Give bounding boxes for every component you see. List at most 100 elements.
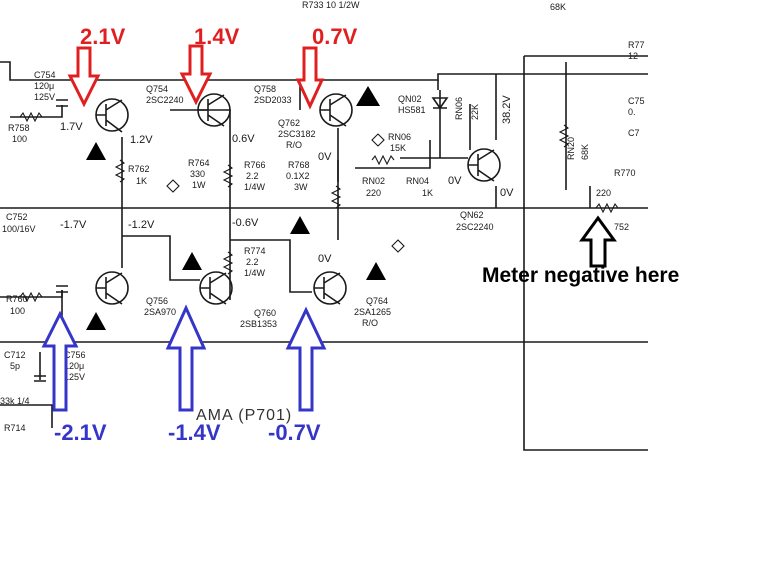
rn02 [371,154,395,166]
r768 [330,185,342,209]
label-r766-value: 2.2 [246,171,259,181]
label-rn04-value: 1K [422,188,433,198]
blue-arrows [41,304,327,412]
label-0v-d: 0V [318,253,332,265]
label-c754-value: 120μ [34,81,54,91]
label-rn06-15k: 15K [390,143,406,153]
meter-note: Meter negative here [482,264,679,287]
label-1-7v: 1.7V [60,121,83,133]
label-q756: Q756 [146,296,168,306]
label-33k: 33k 1/4 [0,396,30,406]
label-rn20-value: 68K [580,144,590,160]
label-0v-b: 0V [448,175,462,187]
diamond-marker-icon [391,239,405,253]
label-c7: C7 [628,128,640,138]
label-neg-0-6v: -0.6V [232,217,259,229]
node-markers [166,133,405,253]
label-q760-part: 2SB1353 [240,319,277,329]
label-q762-rank: R/O [286,140,302,150]
warning-triangle-icon [290,216,310,234]
label-220: 220 [596,188,611,198]
label-rn06-top: RN06 [454,97,464,120]
label-r774-power: 1/4W [244,268,266,278]
label-68k: 68K [550,2,566,12]
label-r77-value: 12 [628,51,638,61]
label-0v-c: 0V [500,187,514,199]
r752 [595,202,619,214]
label-r760: R760 [6,294,28,304]
c754 [56,99,68,107]
label-c756-voltage: 125V [64,372,85,382]
label-r760-value: 100 [10,306,25,316]
label-r77: R77 [628,40,645,50]
label-c756-value: 120μ [64,361,84,371]
label-c712-value: 5p [10,361,20,371]
label-r768-power: 3W [294,182,308,192]
label-neg-1-7v: -1.7V [60,219,87,231]
warning-triangle-icon [86,312,106,330]
r714-wire [0,404,53,428]
c712 [34,375,46,382]
label-r764-value: 330 [190,169,205,179]
label-c754-voltage: 125V [34,92,55,102]
label-rn02: RN02 [362,176,385,186]
label-q754-part: 2SC2240 [146,95,184,105]
label-r764: R764 [188,158,210,168]
blue-voltage-label: -2.1V [54,420,107,445]
red-arrows [67,44,325,110]
label-q756-part: 2SA970 [144,307,176,317]
resistors [19,111,619,303]
blue-voltage-label: -1.4V [168,420,221,445]
label-rn20: RN20 [566,137,576,160]
red-voltage-label: 1.4V [194,24,240,49]
r766 [222,164,234,188]
label-r768-value: 0.1X2 [286,171,310,181]
label-r766-power: 1/4W [244,182,266,192]
label-ama: AMA (P701) [196,407,292,424]
label-r774-value: 2.2 [246,257,259,267]
r762 [114,159,126,183]
label-r768: R768 [288,160,310,170]
label-c754: C754 [34,70,56,80]
rn20 [558,124,570,148]
warning-triangle-icon [86,142,106,160]
r760 [19,291,43,303]
label-qn62: QN62 [460,210,484,220]
label-r733: R733 10 1/2W [302,0,360,10]
red-voltage-label: 0.7V [312,24,358,49]
blue-arrow-up-icon [41,310,79,412]
wires [0,55,648,451]
label-752: 752 [614,222,629,232]
schematic-area [0,0,648,492]
capacitors [34,99,68,382]
r758 [19,111,43,123]
transistors [95,93,501,305]
label-r764-power: 1W [192,180,206,190]
label-q764: Q764 [366,296,388,306]
diamond-marker-icon [371,133,385,147]
label-q754: Q754 [146,84,168,94]
label-c75: C75 [628,96,645,106]
label-rn06-value: 22K [470,104,480,120]
positive-rail [0,61,648,81]
label-qn62-part: 2SC2240 [456,222,494,232]
label-r774: R774 [244,246,266,256]
red-voltage-label: 2.1V [80,24,126,49]
label-r714: R714 [4,423,26,433]
label-0v-a: 0V [318,151,332,163]
label-r762-value: 1K [136,176,147,186]
label-c756: C756 [64,350,86,360]
black-arrow-up-icon [579,215,617,268]
label-qn02-part: HS581 [398,105,426,115]
label-q758-part: 2SD2033 [254,95,292,105]
c756 [56,285,68,293]
label-r758: R758 [8,123,30,133]
r758-wire [10,105,63,118]
label-r762: R762 [128,164,150,174]
warning-triangle-icon [356,86,380,106]
label-38v: 38.2V [501,95,513,124]
label-c752: C752 [6,212,28,222]
red-arrow-down-icon [295,46,325,110]
rn02-wire [355,140,431,169]
